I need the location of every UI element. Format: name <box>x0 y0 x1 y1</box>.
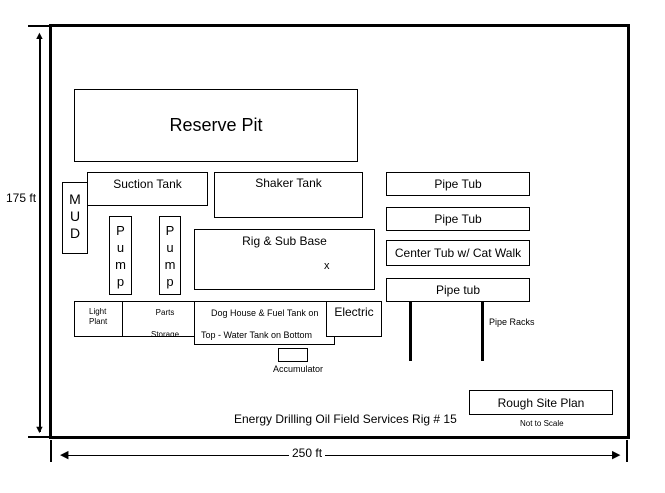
rough-site-plan-box: Rough Site Plan <box>469 390 613 415</box>
width-tick-left <box>50 440 52 462</box>
height-arrow-line <box>39 36 41 432</box>
pipe-tub-3: Pipe tub <box>386 278 530 302</box>
width-arrow-left: ◀ <box>60 449 69 461</box>
rig-marker: x <box>324 260 330 272</box>
pipe-rack-2 <box>481 301 484 361</box>
center-tub-cat-walk: Center Tub w/ Cat Walk <box>386 240 530 266</box>
pump-letter: m <box>115 257 126 272</box>
rig-sub-base-label: Rig & Sub Base <box>242 234 327 248</box>
pipe-racks-label: Pipe Racks <box>489 317 535 327</box>
mud-letter: D <box>69 225 81 241</box>
height-arrow-top: ▲ <box>34 30 45 42</box>
pump-letter: P <box>165 223 175 238</box>
suction-tank: Suction Tank <box>87 172 208 206</box>
width-arrow-right: ▶ <box>612 449 621 461</box>
scale-note: Not to Scale <box>520 419 564 428</box>
accumulator-box <box>278 348 308 362</box>
height-tick-bottom <box>28 436 50 438</box>
light-plant: Light Plant <box>74 301 123 337</box>
dog-house-label-line2: Top - Water Tank on Bottom <box>201 330 313 340</box>
suction-tank-label: Suction Tank <box>113 177 182 191</box>
width-label: 250 ft <box>289 446 326 460</box>
plan-title: Rough Site Plan <box>497 395 585 410</box>
pump-letter: p <box>166 274 174 289</box>
pump-letter: P <box>116 223 125 238</box>
accumulator-label: Accumulator <box>273 364 324 374</box>
height-arrow-bottom: ▼ <box>34 424 45 436</box>
pipe-tub-1: Pipe Tub <box>386 172 530 196</box>
pipe-tub-2-label: Pipe Tub <box>434 212 482 226</box>
width-arrow-line <box>64 455 618 456</box>
pump-letter: p <box>116 274 125 289</box>
parts-storage-label: Parts Storage <box>151 308 180 337</box>
electric: Electric <box>326 301 382 337</box>
pipe-tub-2: Pipe Tub <box>386 207 530 231</box>
shaker-tank: Shaker Tank <box>214 172 363 218</box>
light-plant-label: Light Plant <box>89 307 108 326</box>
reserve-pit-label: Reserve Pit <box>169 115 263 135</box>
pump-letter: u <box>116 240 125 255</box>
dog-house-fuel-water-tank: Dog House & Fuel Tank on Top - Water Tank… <box>194 301 335 345</box>
shaker-tank-label: Shaker Tank <box>255 176 322 190</box>
reserve-pit: Reserve Pit <box>74 89 358 162</box>
pump-letter: u <box>166 240 174 255</box>
pipe-rack-1 <box>409 301 412 361</box>
electric-label: Electric <box>334 305 374 319</box>
pipe-tub-1-label: Pipe Tub <box>434 177 482 191</box>
rig-sub-base: Rig & Sub Base <box>194 229 375 290</box>
height-label: 175 ft <box>6 189 37 207</box>
height-tick-top <box>28 25 50 27</box>
center-tub-label: Center Tub w/ Cat Walk <box>394 246 522 260</box>
width-tick-right <box>626 440 628 462</box>
pump-letter: m <box>164 257 176 272</box>
company-title: Energy Drilling Oil Field Services Rig #… <box>234 412 457 426</box>
dog-house-label-line1: Dog House & Fuel Tank on <box>211 308 319 318</box>
mud-letter: M <box>69 191 81 207</box>
mud-letter: U <box>69 208 81 224</box>
pipe-tub-3-label: Pipe tub <box>435 283 481 297</box>
